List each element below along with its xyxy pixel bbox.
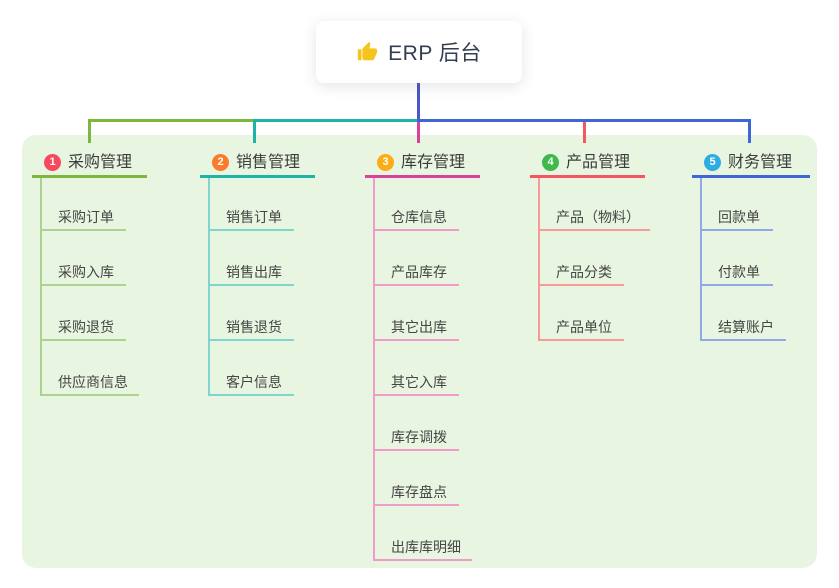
branch-2-header[interactable]: 销售管理 xyxy=(236,154,301,171)
mindmap-node-underline xyxy=(373,284,459,286)
mindmap-node[interactable]: 销售订单 xyxy=(226,209,282,225)
branch-2-child-spine xyxy=(208,178,210,396)
branch-3-header[interactable]: 库存管理 xyxy=(401,154,466,171)
branch-2-badge: 2 xyxy=(212,154,229,171)
mindmap-node[interactable]: 产品分类 xyxy=(556,264,612,280)
branch-1-header[interactable]: 采购管理 xyxy=(68,154,133,171)
mindmap-node-underline xyxy=(700,229,773,231)
branch-3-badge: 3 xyxy=(377,154,394,171)
mindmap-node-underline xyxy=(373,449,459,451)
mindmap-node[interactable]: 库存调拨 xyxy=(391,429,447,445)
mindmap-node-underline xyxy=(373,504,459,506)
mindmap-node-underline xyxy=(373,339,459,341)
mindmap-node[interactable]: 仓库信息 xyxy=(391,209,447,225)
mindmap-node-underline xyxy=(40,339,126,341)
mindmap-node[interactable]: 客户信息 xyxy=(226,374,282,390)
mindmap-node-underline xyxy=(700,284,773,286)
branches-panel xyxy=(22,135,817,568)
connector-root-stem xyxy=(417,83,420,121)
branch-5-underline xyxy=(692,175,810,178)
branch-4-header[interactable]: 产品管理 xyxy=(566,154,631,171)
mindmap-node-underline xyxy=(373,559,472,561)
mindmap-node[interactable]: 付款单 xyxy=(718,264,760,280)
mindmap-node[interactable]: 其它入库 xyxy=(391,374,447,390)
mindmap-node[interactable]: 回款单 xyxy=(718,209,760,225)
mindmap-node[interactable]: 供应商信息 xyxy=(58,374,128,390)
mindmap-node-underline xyxy=(40,229,126,231)
mindmap-node[interactable]: 销售退货 xyxy=(226,319,282,335)
mindmap-node-underline xyxy=(538,284,624,286)
mindmap-node-underline xyxy=(700,339,786,341)
mindmap-node[interactable]: 结算账户 xyxy=(718,319,774,335)
mindmap-node-underline xyxy=(40,284,126,286)
branch-2-underline xyxy=(200,175,315,178)
mindmap-node[interactable]: 采购入库 xyxy=(58,264,114,280)
connector-drop-branch-4 xyxy=(583,122,586,143)
mindmap-node-underline xyxy=(538,229,650,231)
mindmap-node[interactable]: 产品库存 xyxy=(391,264,447,280)
mindmap-node[interactable]: 产品单位 xyxy=(556,319,612,335)
mindmap-node-underline xyxy=(208,284,294,286)
branch-4-badge: 4 xyxy=(542,154,559,171)
branch-1-child-spine xyxy=(40,178,42,396)
mindmap-node[interactable]: 采购退货 xyxy=(58,319,114,335)
branch-3-underline xyxy=(365,175,480,178)
mindmap-node-underline xyxy=(538,339,624,341)
branch-1-underline xyxy=(32,175,147,178)
mindmap-node[interactable]: 出库库明细 xyxy=(391,539,461,555)
mindmap-node-underline xyxy=(208,339,294,341)
root-node-title: ERP 后台 xyxy=(388,42,482,65)
mindmap-node[interactable]: 库存盘点 xyxy=(391,484,447,500)
branch-4-underline xyxy=(530,175,645,178)
mindmap-node-underline xyxy=(208,229,294,231)
mindmap-node[interactable]: 采购订单 xyxy=(58,209,114,225)
connector-horizontal-branch-2 xyxy=(253,119,418,122)
connector-horizontal-branch-1 xyxy=(88,119,255,122)
connector-horizontal-branch-5 xyxy=(417,119,751,122)
mindmap-node[interactable]: 销售出库 xyxy=(226,264,282,280)
connector-drop-branch-2 xyxy=(253,119,256,143)
mindmap-node[interactable]: 产品（物料） xyxy=(556,209,640,225)
mindmap-node-underline xyxy=(40,394,139,396)
mindmap-node-underline xyxy=(208,394,294,396)
connector-drop-branch-3 xyxy=(417,122,420,143)
branch-5-header[interactable]: 财务管理 xyxy=(728,154,793,171)
branch-5-badge: 5 xyxy=(704,154,721,171)
branch-1-badge: 1 xyxy=(44,154,61,171)
branch-5-child-spine xyxy=(700,178,702,341)
connector-drop-branch-5 xyxy=(748,119,751,143)
thumbs-up-icon xyxy=(356,41,378,63)
mindmap-node-underline xyxy=(373,229,459,231)
connector-drop-branch-1 xyxy=(88,119,91,143)
mindmap-node-underline xyxy=(373,394,459,396)
mindmap-node[interactable]: 其它出库 xyxy=(391,319,447,335)
branch-3-child-spine xyxy=(373,178,375,561)
root-node[interactable]: ERP 后台 xyxy=(316,21,522,83)
branch-4-child-spine xyxy=(538,178,540,341)
